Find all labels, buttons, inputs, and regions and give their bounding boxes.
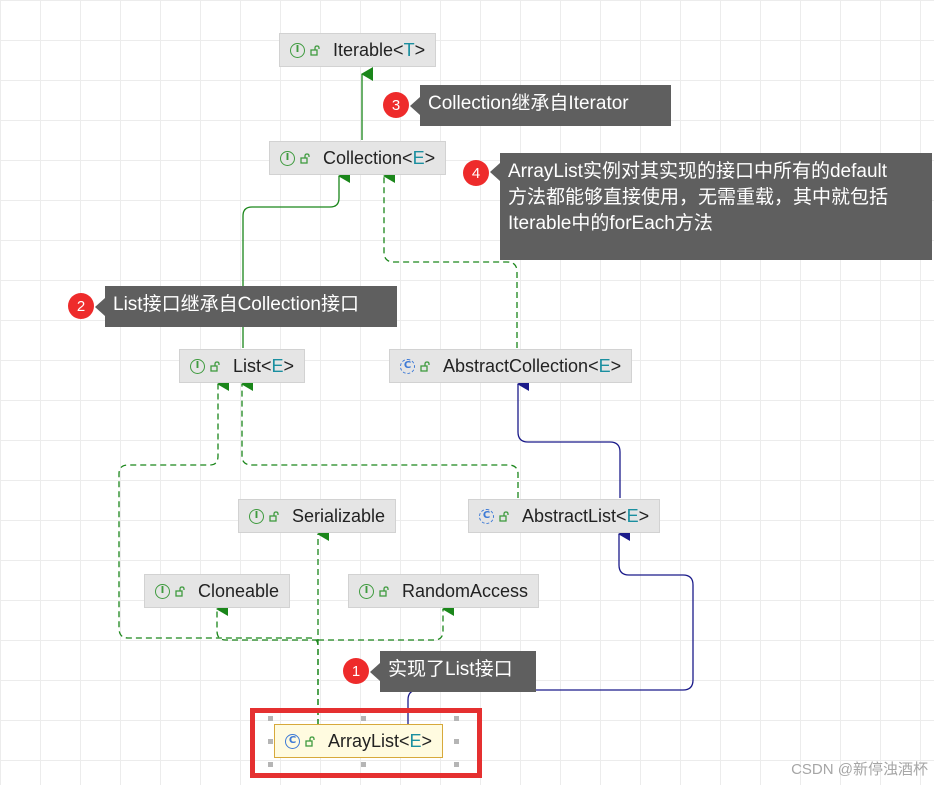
type-parameter: E [598, 355, 611, 376]
node-cloneable[interactable]: I Cloneable [144, 574, 291, 608]
node-abstract-collection[interactable]: C AbstractCollection<E> [389, 349, 633, 383]
class-name: Iterable [333, 39, 394, 60]
open-lock-icon [305, 735, 315, 747]
callout-2: List接口继承自Collection接口 [95, 286, 397, 327]
edge-arraylist-implements-cloneable [216, 602, 318, 641]
abstract-class-icon: C [479, 508, 494, 524]
class-name: AbstractCollection [443, 355, 589, 376]
selection-handle [454, 762, 459, 767]
selection-handle [361, 762, 366, 767]
callout-number-4: 4 [463, 160, 489, 186]
edge-abstractlist-extends-abstractcollection [517, 377, 621, 498]
callout-4: ArrayList实例对其实现的接口中所有的default 方法都能够直接使用，… [490, 153, 932, 260]
class-name: ArrayList [328, 730, 400, 751]
edge-arraylist-implements-randomaccess [318, 602, 454, 641]
open-lock-icon [379, 585, 389, 597]
selection-handle [361, 716, 366, 721]
selection-handle [454, 716, 459, 721]
type-parameter: E [626, 505, 639, 526]
interface-icon: I [155, 583, 170, 599]
node-random-access[interactable]: I RandomAccess [348, 574, 540, 608]
edge-arraylist-extends-abstractlist [407, 527, 694, 725]
open-lock-icon [210, 360, 220, 372]
edge-list-extends-collection [242, 169, 350, 348]
type-parameter: E [412, 147, 425, 168]
edge-abstractcollection-implements-collection [383, 169, 518, 348]
class-name: RandomAccess [402, 580, 529, 601]
selection-handle [454, 739, 459, 744]
node-iterable[interactable]: I Iterable<T> [279, 33, 437, 67]
open-lock-icon [499, 510, 509, 522]
interface-icon: I [280, 150, 295, 166]
open-lock-icon [175, 585, 185, 597]
class-name: AbstractList [522, 505, 617, 526]
node-abstract-list[interactable]: C AbstractList<E> [468, 499, 661, 533]
open-lock-icon [420, 360, 430, 372]
interface-icon: I [290, 42, 305, 58]
selection-handle [268, 762, 273, 767]
abstract-class-icon: C [400, 358, 415, 374]
node-array-list[interactable]: C ArrayList<E> [274, 724, 444, 758]
callout-text: Collection继承自Iterator [428, 93, 629, 114]
node-list[interactable]: I List<E> [179, 349, 306, 383]
callout-line: 方法都能够直接使用，无需重载，其中就包括 [508, 187, 889, 208]
node-serializable[interactable]: I Serializable [238, 499, 397, 533]
edge-arraylist-implements-list [118, 377, 319, 725]
selection-handle [268, 716, 273, 721]
callout-number-3: 3 [383, 92, 409, 118]
interface-icon: I [190, 358, 205, 374]
callout-line: ArrayList实例对其实现的接口中所有的default [508, 161, 888, 182]
type-parameter: T [403, 39, 415, 60]
class-icon: C [285, 733, 300, 749]
selection-handle [268, 739, 273, 744]
callout-3: Collection继承自Iterator [410, 85, 671, 126]
node-collection[interactable]: I Collection<E> [269, 141, 447, 175]
callout-text: List接口继承自Collection接口 [113, 294, 359, 315]
open-lock-icon [310, 44, 320, 56]
callout-number-1: 1 [343, 658, 369, 684]
type-parameter: E [409, 730, 422, 751]
open-lock-icon [269, 510, 279, 522]
interface-icon: I [359, 583, 374, 599]
type-parameter: E [271, 355, 284, 376]
class-name: Serializable [292, 505, 386, 526]
watermark: CSDN @新停浊酒杯 [791, 761, 928, 778]
class-name: Collection [323, 147, 403, 168]
callout-line: Iterable中的forEach方法 [508, 213, 713, 234]
interface-icon: I [249, 508, 264, 524]
red-highlight-box [250, 708, 482, 778]
edge-abstractlist-implements-list [241, 377, 519, 498]
callout-number-2: 2 [68, 293, 94, 319]
class-name: List [233, 355, 262, 376]
open-lock-icon [300, 152, 310, 164]
class-name: Cloneable [198, 580, 280, 601]
callout-1: 实现了List接口 [370, 651, 536, 692]
callout-text: 实现了List接口 [388, 659, 513, 680]
